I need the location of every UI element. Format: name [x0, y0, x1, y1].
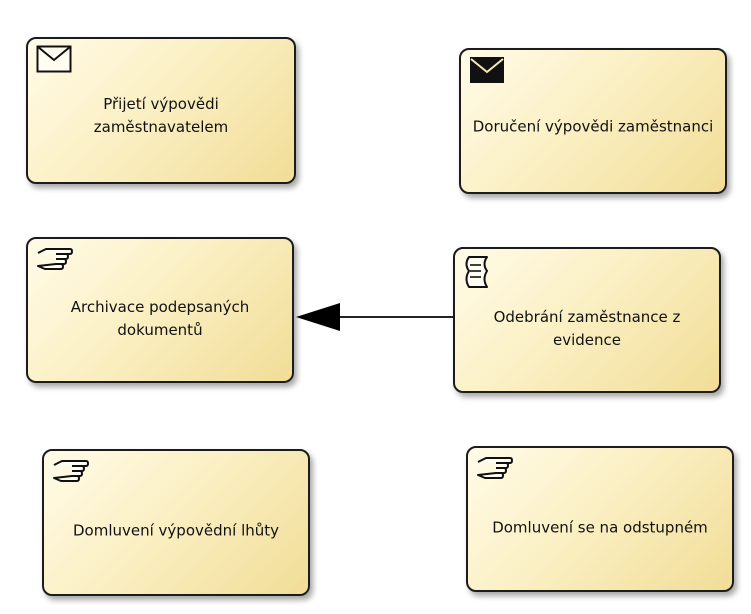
- task-label: Doručení výpovědi zaměstnanci: [472, 117, 714, 136]
- task-label: Domluvení se na odstupném: [492, 517, 708, 536]
- task-domluveni-odstupneho[interactable]: Domluvení se na odstupném: [466, 446, 734, 592]
- task-label: Domluvení výpovědní lhůty: [72, 521, 280, 540]
- task-prijeti-vypovedi[interactable]: Přijetí výpovědi zaměstnavatelem: [26, 37, 296, 184]
- task-doruceni-vypovedi[interactable]: Doručení výpovědi zaměstnanci: [459, 48, 727, 194]
- script-scroll-icon: [463, 255, 491, 289]
- task-domluveni-lhuty[interactable]: Domluvení výpovědní lhůty: [42, 449, 310, 596]
- manual-hand-icon: [36, 245, 74, 273]
- task-archivace-dokumentu[interactable]: Archivace podepsaných dokumentů: [26, 237, 294, 383]
- task-odebrani-zamestnance[interactable]: Odebrání zaměstnance z evidence: [453, 247, 721, 393]
- manual-hand-icon: [476, 454, 514, 482]
- task-label: Archivace podepsaných dokumentů: [70, 297, 250, 339]
- arrowhead-icon: [296, 303, 340, 331]
- envelope-outline-icon: [36, 45, 72, 73]
- task-label: Přijetí výpovědi zaměstnavatelem: [93, 94, 229, 137]
- manual-hand-icon: [52, 457, 90, 485]
- task-label: Odebrání zaměstnance z evidence: [493, 307, 681, 349]
- envelope-filled-icon: [469, 56, 505, 84]
